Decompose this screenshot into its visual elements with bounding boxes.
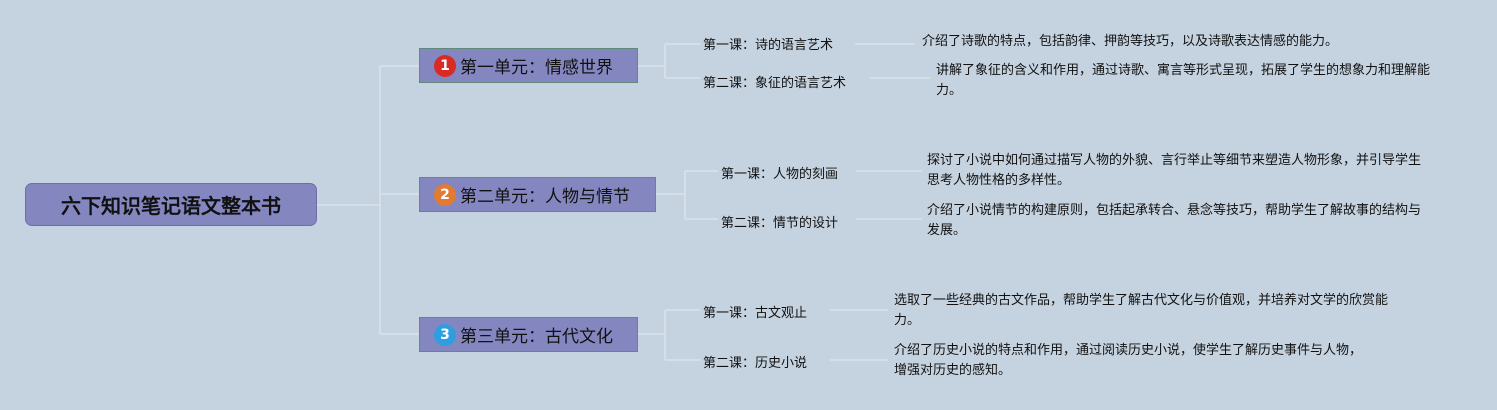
unit-3-lesson-2[interactable]: 第二课：历史小说	[703, 356, 808, 371]
unit-3-lesson-1-desc: 选取了一些经典的古文作品，帮助学生了解古代文化与价值观，并培养对文学的欣赏能力。	[894, 293, 1389, 328]
root-title: 六下知识笔记语文整本书	[61, 194, 281, 218]
unit-1-title: 第一单元：情感世界	[460, 58, 613, 78]
unit-3-title: 第三单元：古代文化	[460, 327, 613, 347]
number-3-icon: 3	[434, 323, 456, 346]
unit-1-lesson-2-desc: 讲解了象征的含义和作用，通过诗歌、寓言等形式呈现，拓展了学生的想象力和理解能力。	[936, 63, 1431, 98]
root-node[interactable]: 六下知识笔记语文整本书	[25, 183, 317, 226]
unit-2-node[interactable]: 2 第二单元：人物与情节	[419, 177, 656, 212]
unit-1-lesson-1-desc: 介绍了诗歌的特点，包括韵律、押韵等技巧，以及诗歌表达情感的能力。	[922, 34, 1339, 49]
unit-2-lesson-2[interactable]: 第二课：情节的设计	[721, 216, 839, 231]
unit-2-lesson-1[interactable]: 第一课：人物的刻画	[721, 167, 839, 182]
unit-1-lesson-2[interactable]: 第二课：象征的语言艺术	[703, 76, 847, 91]
number-2-icon: 2	[434, 183, 456, 206]
unit-2-lesson-1-desc: 探讨了小说中如何通过描写人物的外貌、言行举止等细节来塑造人物形象，并引导学生思考…	[927, 153, 1422, 188]
unit-2-lesson-2-desc: 介绍了小说情节的构建原则，包括起承转合、悬念等技巧，帮助学生了解故事的结构与发展…	[927, 203, 1422, 238]
unit-3-node[interactable]: 3 第三单元：古代文化	[419, 317, 638, 352]
unit-1-node[interactable]: 1 第一单元：情感世界	[419, 48, 638, 83]
unit-2-title: 第二单元：人物与情节	[460, 187, 630, 207]
unit-3-lesson-2-desc: 介绍了历史小说的特点和作用，通过阅读历史小说，使学生了解历史事件与人物，增强对历…	[894, 343, 1363, 378]
unit-3-lesson-1[interactable]: 第一课：古文观止	[703, 306, 808, 321]
number-1-icon: 1	[434, 54, 456, 77]
unit-1-lesson-1[interactable]: 第一课：诗的语言艺术	[703, 38, 834, 53]
